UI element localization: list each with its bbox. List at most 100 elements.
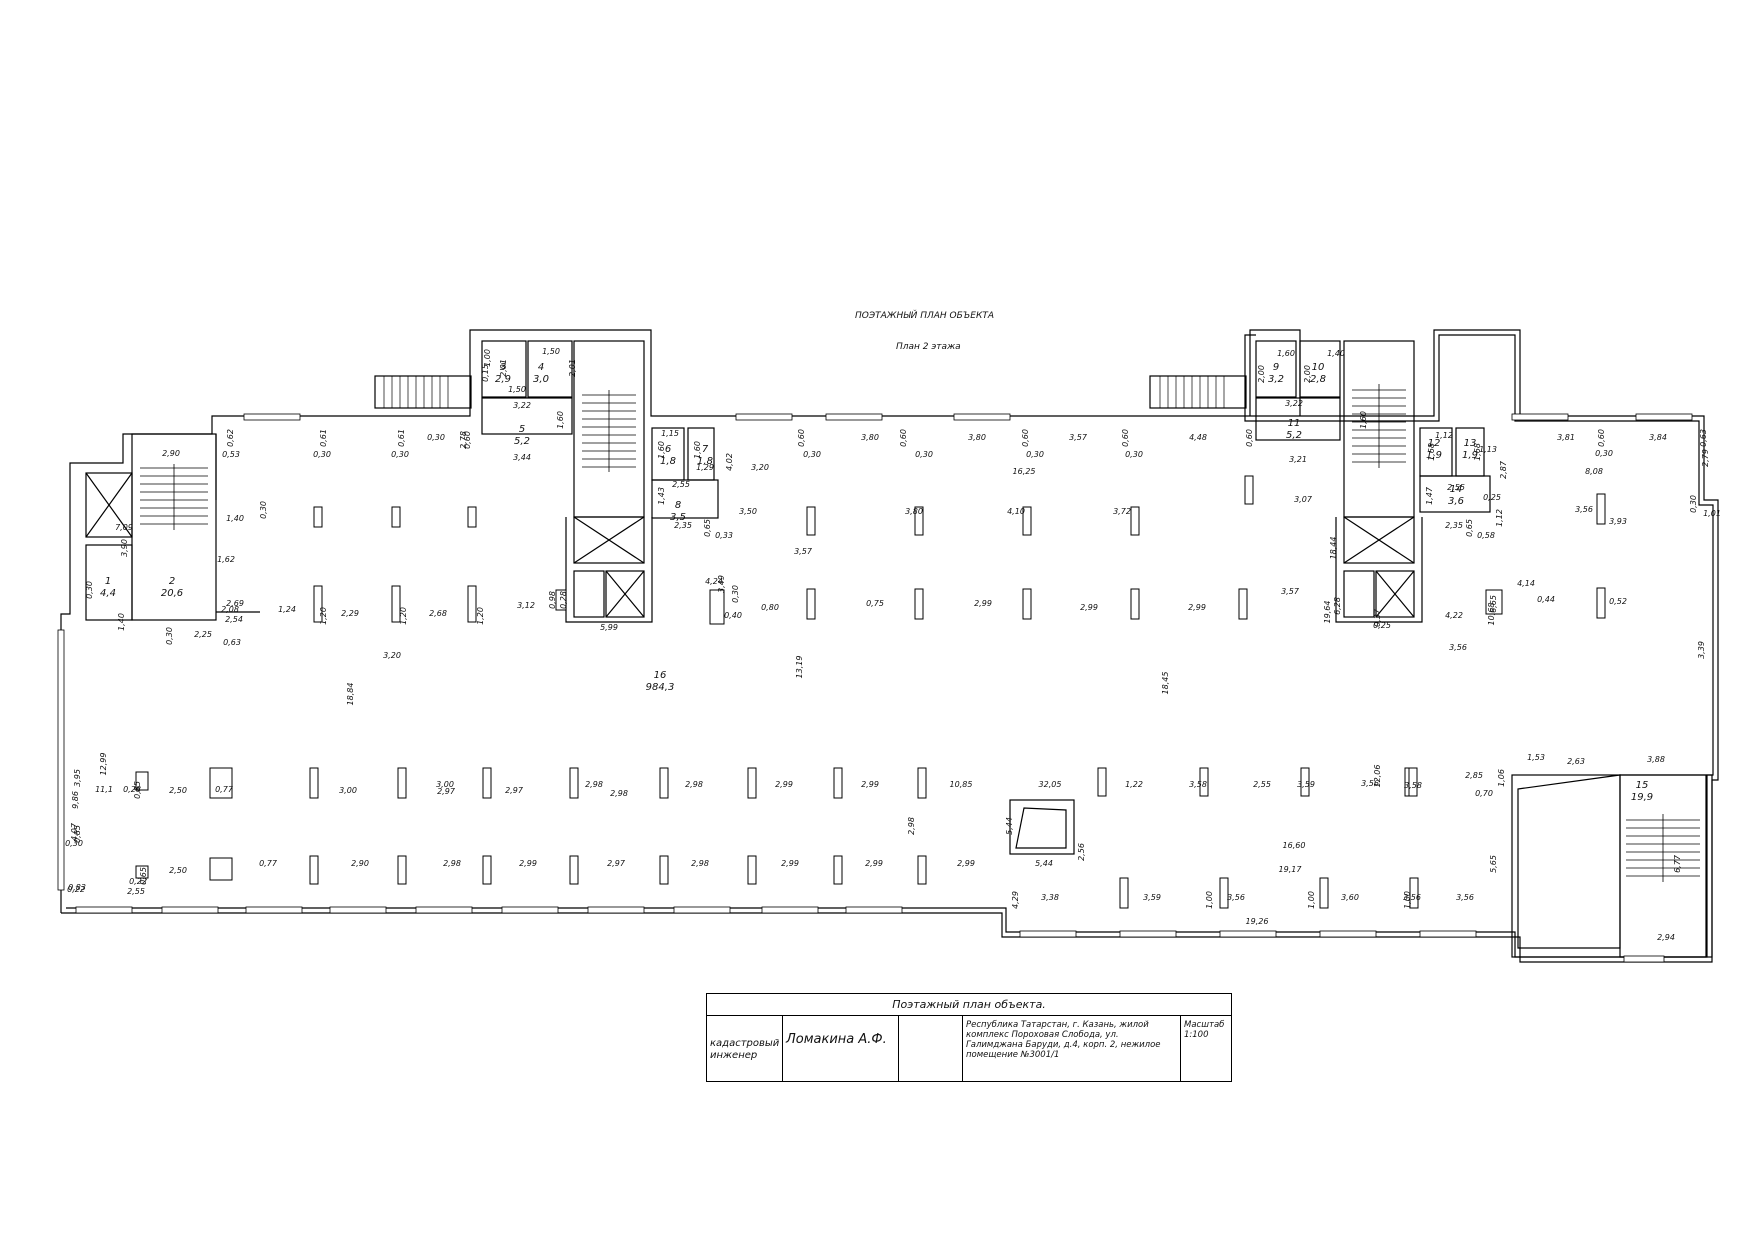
title-block-heading: Поэтажный план объекта. bbox=[707, 994, 1231, 1016]
dimension-label-158: 12,06 bbox=[1373, 765, 1382, 788]
room-number-1: 1 bbox=[105, 576, 111, 587]
dimension-label-154: 2,55 bbox=[1253, 780, 1271, 789]
dimension-label-0: 2,90 bbox=[162, 449, 180, 458]
dimension-label-187: 3,56 bbox=[1227, 893, 1245, 902]
dimension-label-114: 18,84 bbox=[346, 683, 355, 706]
dimension-label-124: 4,14 bbox=[1517, 579, 1535, 588]
dimension-label-155: 3,59 bbox=[1297, 780, 1315, 789]
dimension-label-184: 4,29 bbox=[1011, 891, 1020, 909]
dimension-label-32: 3,80 bbox=[861, 433, 879, 442]
dimension-label-65: 3,84 bbox=[1649, 433, 1667, 442]
dimension-label-188: 3,60 bbox=[1341, 893, 1359, 902]
column-36 bbox=[135, 865, 149, 879]
dimension-label-62: 3,81 bbox=[1557, 433, 1575, 442]
dimension-label-91: 1,20 bbox=[476, 607, 485, 625]
dimension-label-73: 3,56 bbox=[1575, 505, 1593, 514]
column-6 bbox=[806, 506, 816, 536]
room-number-10: 10 bbox=[1312, 362, 1325, 373]
dimension-label-81: 1,40 bbox=[117, 613, 126, 631]
dimension-label-36: 0,60 bbox=[1021, 429, 1030, 447]
dimension-label-137: 0,85 bbox=[73, 825, 82, 843]
dimension-label-148: 2,99 bbox=[775, 780, 793, 789]
column-18 bbox=[1485, 589, 1503, 615]
dimension-label-35: 3,80 bbox=[968, 433, 986, 442]
dimension-label-197: 5,65 bbox=[1489, 855, 1498, 873]
dimension-label-192: 1,00 bbox=[1307, 891, 1316, 909]
dimension-label-42: 0,60 bbox=[1245, 429, 1254, 447]
dimension-label-68: 0,30 bbox=[1689, 495, 1698, 513]
dimension-label-105: 2,99 bbox=[1080, 603, 1098, 612]
dimension-label-140: 0,77 bbox=[215, 785, 234, 794]
column-21 bbox=[209, 767, 233, 799]
dimension-label-77: 7,09 bbox=[115, 523, 133, 532]
dimension-label-115: 13,19 bbox=[795, 656, 804, 679]
dimension-label-4: 0,61 bbox=[319, 429, 328, 447]
room-area-9: 3,2 bbox=[1268, 374, 1284, 385]
dimension-label-117: 18,44 bbox=[1329, 537, 1338, 560]
column-48 bbox=[1319, 877, 1329, 909]
dimension-label-41: 4,48 bbox=[1189, 433, 1207, 442]
dimension-label-33: 0,60 bbox=[899, 429, 908, 447]
dimension-label-83: 0,30 bbox=[85, 581, 94, 599]
room-number-16: 16 bbox=[654, 670, 667, 681]
dimension-label-29: 3,20 bbox=[751, 463, 769, 472]
room-area-7: 1,8 bbox=[697, 456, 713, 467]
dimension-label-21: 1,60 bbox=[693, 441, 702, 459]
dimension-label-12: 1,60 bbox=[556, 411, 565, 429]
room-area-11: 5,2 bbox=[1286, 430, 1302, 441]
dimension-label-99: 3,49 bbox=[717, 575, 726, 593]
column-32 bbox=[1300, 767, 1310, 797]
column-35 bbox=[135, 771, 149, 791]
dimension-label-39: 0,60 bbox=[1121, 429, 1130, 447]
dimension-label-135: 0,22 bbox=[67, 885, 85, 894]
dimension-label-194: 16,60 bbox=[1283, 841, 1306, 850]
dimension-label-7: 0,30 bbox=[427, 433, 445, 442]
dimension-label-144: 2,97 bbox=[505, 786, 524, 795]
dimension-label-80: 2,69 bbox=[226, 599, 244, 608]
column-25 bbox=[569, 767, 579, 799]
dimension-label-58: 0,65 bbox=[1465, 519, 1474, 537]
dimension-label-97: 5,99 bbox=[600, 623, 618, 632]
dimension-label-180: 2,98 bbox=[907, 817, 916, 835]
dimension-label-185: 3,38 bbox=[1041, 893, 1059, 902]
dimension-label-25: 2,55 bbox=[672, 480, 690, 489]
dimension-label-159: 2,85 bbox=[1465, 771, 1483, 780]
dimension-label-169: 0,65 bbox=[139, 867, 148, 885]
dimension-label-166: 0,83 bbox=[68, 883, 86, 892]
room-area-16: 984,3 bbox=[646, 682, 675, 693]
dimension-label-167: 0,30 bbox=[65, 839, 83, 848]
scale-label: Масштаб bbox=[1184, 1020, 1225, 1030]
dimension-label-69: 1,01 bbox=[1703, 509, 1721, 518]
column-16 bbox=[1596, 493, 1606, 525]
dimension-label-136: 2,55 bbox=[127, 887, 145, 896]
room-number-13: 13 bbox=[1464, 438, 1477, 449]
dimension-label-127: 0,44 bbox=[1537, 595, 1555, 604]
room-number-4: 4 bbox=[538, 362, 544, 373]
dimension-label-161: 0,70 bbox=[1475, 789, 1493, 798]
dimension-label-3: 0,30 bbox=[313, 450, 331, 459]
dimension-label-109: 3,80 bbox=[905, 507, 923, 516]
room-area-2: 20,6 bbox=[161, 588, 183, 599]
dimension-label-190: 3,56 bbox=[1456, 893, 1474, 902]
dimension-label-121: 0,25 bbox=[1373, 621, 1391, 630]
dimension-label-101: 0,40 bbox=[724, 611, 742, 620]
dimension-label-183: 2,56 bbox=[1077, 843, 1086, 861]
column-10 bbox=[806, 588, 816, 620]
dimension-label-98: 4,24 bbox=[705, 577, 723, 586]
dimension-label-70: 8,08 bbox=[1585, 467, 1603, 476]
plan-title: ПОЭТАЖНЫЙ ПЛАН ОБЪЕКТА bbox=[855, 311, 995, 321]
column-23 bbox=[397, 767, 407, 799]
dimension-label-85: 1,24 bbox=[278, 605, 296, 614]
column-19 bbox=[555, 589, 567, 611]
dimension-label-142: 2,97 bbox=[437, 787, 456, 796]
dimension-label-16: 2,01 bbox=[499, 359, 508, 377]
room-area-4: 3,0 bbox=[533, 374, 549, 385]
room-number-5: 5 bbox=[519, 424, 525, 435]
scale-value: 1:100 bbox=[1184, 1030, 1209, 1040]
column-28 bbox=[833, 767, 843, 799]
room-area-6: 1,8 bbox=[660, 456, 676, 467]
dimension-label-10: 3,44 bbox=[513, 453, 531, 462]
dimension-label-129: 3,39 bbox=[1697, 641, 1706, 659]
room-number-8: 8 bbox=[675, 500, 681, 511]
